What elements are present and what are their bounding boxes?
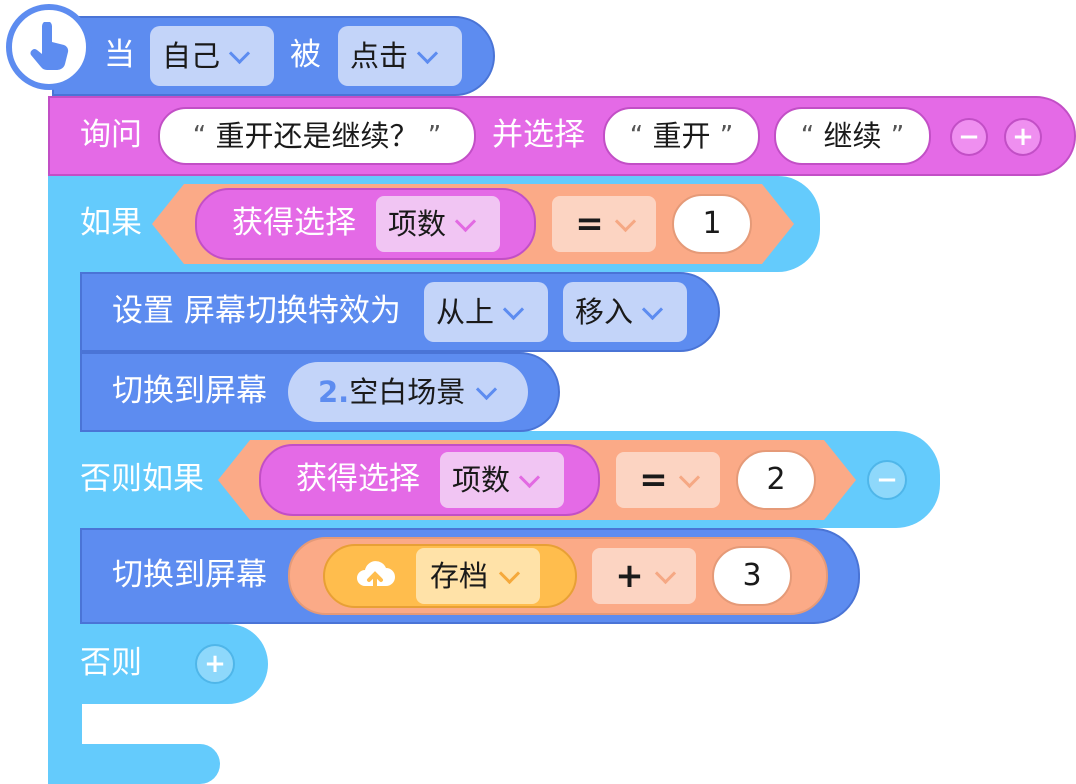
chevron-down-icon — [476, 378, 498, 400]
option-input-1[interactable]: “ 重开 ” — [603, 107, 760, 165]
when-label: 当 — [104, 37, 135, 73]
pointing-hand-icon — [26, 21, 72, 72]
choose-label: 并选择 — [492, 117, 585, 153]
direction-dropdown[interactable]: 从上 — [424, 282, 548, 342]
chevron-down-icon — [454, 210, 477, 232]
add-option-button[interactable]: + — [1004, 118, 1042, 156]
chevron-down-icon — [228, 42, 251, 64]
elseif-label: 否则如果 — [80, 461, 204, 497]
ask-label: 询问 — [80, 117, 142, 153]
question-text: 重开还是继续？ — [215, 118, 419, 153]
scene-index: 2. — [318, 374, 350, 409]
remove-option-button[interactable]: − — [950, 118, 988, 156]
chevron-down-icon — [678, 466, 700, 488]
operator-dropdown-2[interactable]: = — [616, 452, 720, 508]
mode-value: 移入 — [575, 294, 634, 329]
math-value-input[interactable]: 3 — [712, 546, 792, 606]
chevron-down-icon — [641, 298, 664, 320]
switch-screen-label-1: 切换到屏幕 — [112, 373, 267, 409]
chevron-down-icon — [614, 210, 636, 232]
math-operator-dropdown[interactable]: + — [592, 548, 696, 604]
by-label: 被 — [290, 37, 321, 73]
set-effect-label: 设置 屏幕切换特效为 — [112, 293, 401, 329]
chevron-down-icon — [502, 298, 525, 320]
action-value: 点击 — [350, 38, 409, 73]
option-input-2[interactable]: “ 继续 ” — [774, 107, 931, 165]
action-dropdown[interactable]: 点击 — [338, 26, 462, 86]
chevron-down-icon — [498, 562, 521, 584]
option-text-1: 重开 — [652, 118, 711, 153]
operator-value-1: = — [575, 204, 604, 244]
add-branch-button[interactable]: + — [195, 644, 235, 684]
if-footer[interactable] — [48, 744, 220, 784]
operator-dropdown-1[interactable]: = — [552, 196, 656, 252]
sprite-dropdown[interactable]: 自己 — [150, 26, 274, 86]
sprite-value: 自己 — [162, 38, 221, 73]
storage-value: 存档 — [430, 558, 489, 593]
mode-dropdown[interactable]: 移入 — [563, 282, 687, 342]
question-input[interactable]: “ 重开还是继续？ ” — [158, 107, 476, 165]
operator-value-2: = — [639, 460, 668, 500]
else-label: 否则 — [80, 645, 142, 681]
scene-name: 空白场景 — [349, 374, 466, 409]
get-choice-label-1: 获得选择 — [232, 205, 356, 241]
cloud-upload-icon — [355, 558, 395, 594]
option-text-2: 继续 — [823, 118, 882, 153]
choice-field-value-2: 项数 — [452, 462, 511, 497]
choice-field-dropdown-1[interactable]: 项数 — [376, 196, 500, 252]
choice-field-value-1: 项数 — [388, 206, 447, 241]
switch-screen-label-2: 切换到屏幕 — [112, 557, 267, 593]
remove-branch-button[interactable]: − — [867, 460, 907, 500]
choice-field-dropdown-2[interactable]: 项数 — [440, 452, 564, 508]
math-operator-value: + — [615, 556, 644, 596]
direction-value: 从上 — [436, 294, 495, 329]
chevron-down-icon — [416, 42, 439, 64]
scene-dropdown[interactable]: 2. 空白场景 — [288, 362, 528, 422]
value-input-2[interactable]: 2 — [736, 450, 816, 510]
chevron-down-icon — [518, 466, 541, 488]
storage-dropdown[interactable]: 存档 — [416, 548, 540, 604]
if-label: 如果 — [80, 205, 142, 241]
chevron-down-icon — [654, 562, 676, 584]
value-input-1[interactable]: 1 — [672, 194, 752, 254]
get-choice-label-2: 获得选择 — [296, 461, 420, 497]
